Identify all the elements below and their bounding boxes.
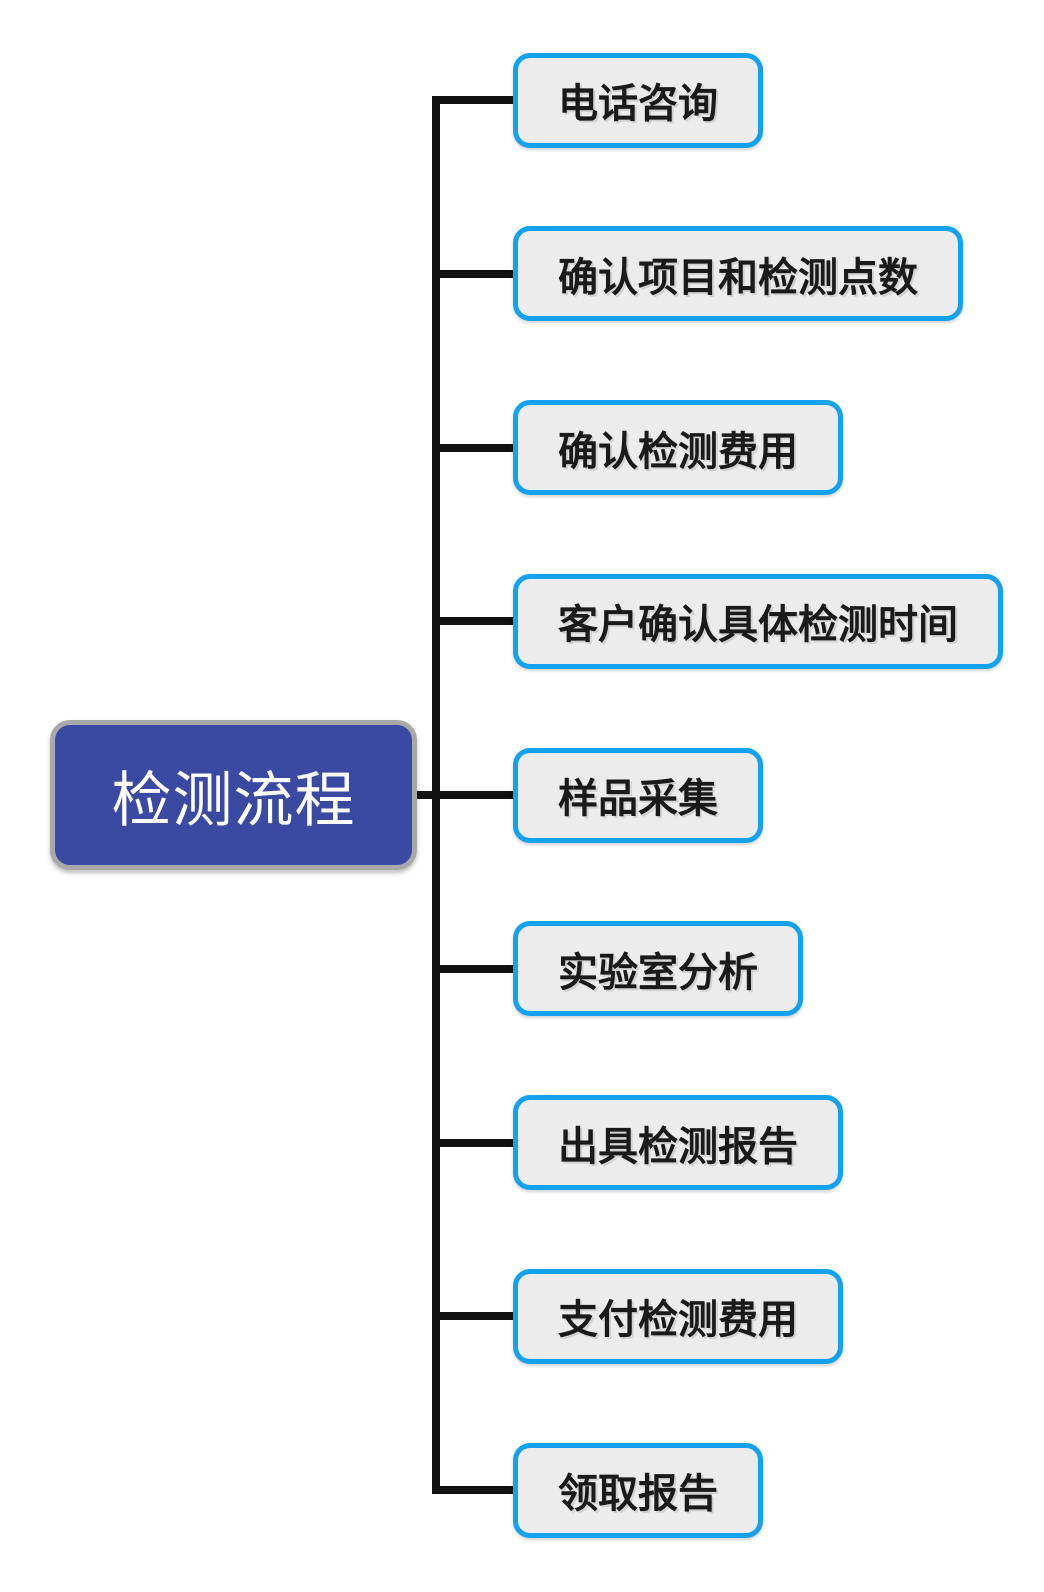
branch-connector-line [432, 617, 516, 626]
branch-node-1[interactable]: 电话咨询 [513, 52, 763, 148]
branch-node-8[interactable]: 支付检测费用 [513, 1268, 843, 1364]
branch-connector-line [432, 269, 516, 278]
branch-connector-line [432, 1486, 516, 1494]
root-node[interactable]: 检测流程 [50, 720, 417, 870]
branch-node-9[interactable]: 领取报告 [513, 1442, 763, 1538]
branch-node-3[interactable]: 确认检测费用 [513, 400, 843, 495]
branch-connector-line [432, 96, 516, 104]
branch-connector-line [432, 791, 516, 799]
branch-node-2[interactable]: 确认项目和检测点数 [513, 226, 963, 322]
branch-connector-line [432, 964, 516, 973]
branch-connector-line [432, 1312, 516, 1321]
branch-node-4[interactable]: 客户确认具体检测时间 [513, 573, 1003, 669]
branch-node-6[interactable]: 实验室分析 [513, 921, 803, 1017]
branch-connector-line [432, 443, 516, 452]
branch-node-5[interactable]: 样品采集 [513, 747, 763, 843]
branch-connector-line [432, 1138, 516, 1147]
branch-node-7[interactable]: 出具检测报告 [513, 1095, 843, 1190]
